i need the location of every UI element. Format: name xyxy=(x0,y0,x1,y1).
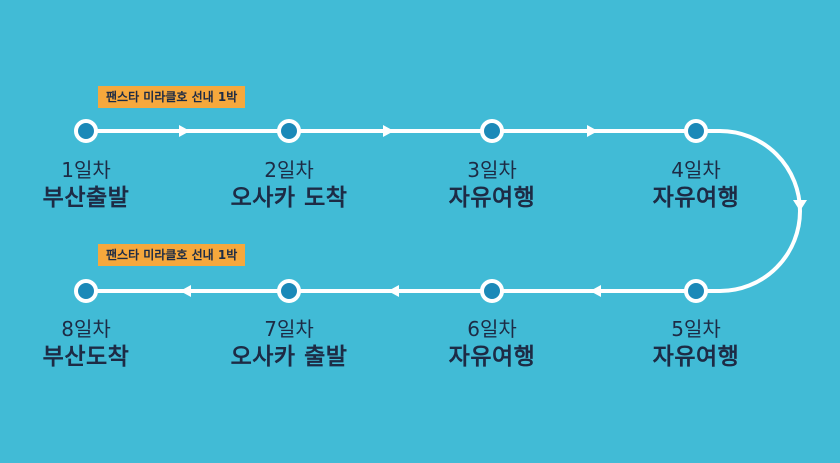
day-node-1 xyxy=(74,119,98,143)
ferry-badge-top: 팬스타 미라클호 선내 1박 xyxy=(98,86,246,108)
day-label-1: 1일차 부산출발 xyxy=(0,157,186,213)
arrow-left-icon xyxy=(180,285,191,297)
day-title: 부산도착 xyxy=(42,344,130,370)
arrow-right-icon xyxy=(179,125,190,137)
day-label-3: 3일차 자유여행 xyxy=(392,157,592,213)
day-label-7: 7일차 오사카 출발 xyxy=(189,316,389,372)
day-node-2 xyxy=(277,119,301,143)
day-title: 오사카 출발 xyxy=(230,344,348,370)
arrow-left-icon xyxy=(388,285,399,297)
day-number: 5일차 xyxy=(671,317,721,341)
day-label-4: 4일차 자유여행 xyxy=(596,157,796,213)
day-label-2: 2일차 오사카 도착 xyxy=(189,157,389,213)
day-node-7 xyxy=(277,279,301,303)
day-number: 4일차 xyxy=(671,158,721,182)
day-title: 자유여행 xyxy=(652,344,740,370)
arrow-left-icon xyxy=(590,285,601,297)
day-title: 자유여행 xyxy=(652,185,740,211)
day-label-6: 6일차 자유여행 xyxy=(392,316,592,372)
day-title: 자유여행 xyxy=(448,185,536,211)
day-number: 3일차 xyxy=(467,158,517,182)
day-number: 1일차 xyxy=(61,158,111,182)
day-title: 부산출발 xyxy=(42,185,130,211)
day-node-6 xyxy=(480,279,504,303)
day-title: 자유여행 xyxy=(448,344,536,370)
day-node-8 xyxy=(74,279,98,303)
ferry-badge-bottom: 팬스타 미라클호 선내 1박 xyxy=(98,244,246,266)
day-node-4 xyxy=(684,119,708,143)
day-number: 6일차 xyxy=(467,317,517,341)
day-number: 7일차 xyxy=(264,317,314,341)
day-node-3 xyxy=(480,119,504,143)
arrow-right-icon xyxy=(587,125,598,137)
day-number: 8일차 xyxy=(61,317,111,341)
arrow-right-icon xyxy=(383,125,394,137)
day-number: 2일차 xyxy=(264,158,314,182)
day-label-5: 5일차 자유여행 xyxy=(596,316,796,372)
day-node-5 xyxy=(684,279,708,303)
day-label-8: 8일차 부산도착 xyxy=(0,316,186,372)
arrow-down-icon xyxy=(793,200,807,211)
day-title: 오사카 도착 xyxy=(230,185,348,211)
